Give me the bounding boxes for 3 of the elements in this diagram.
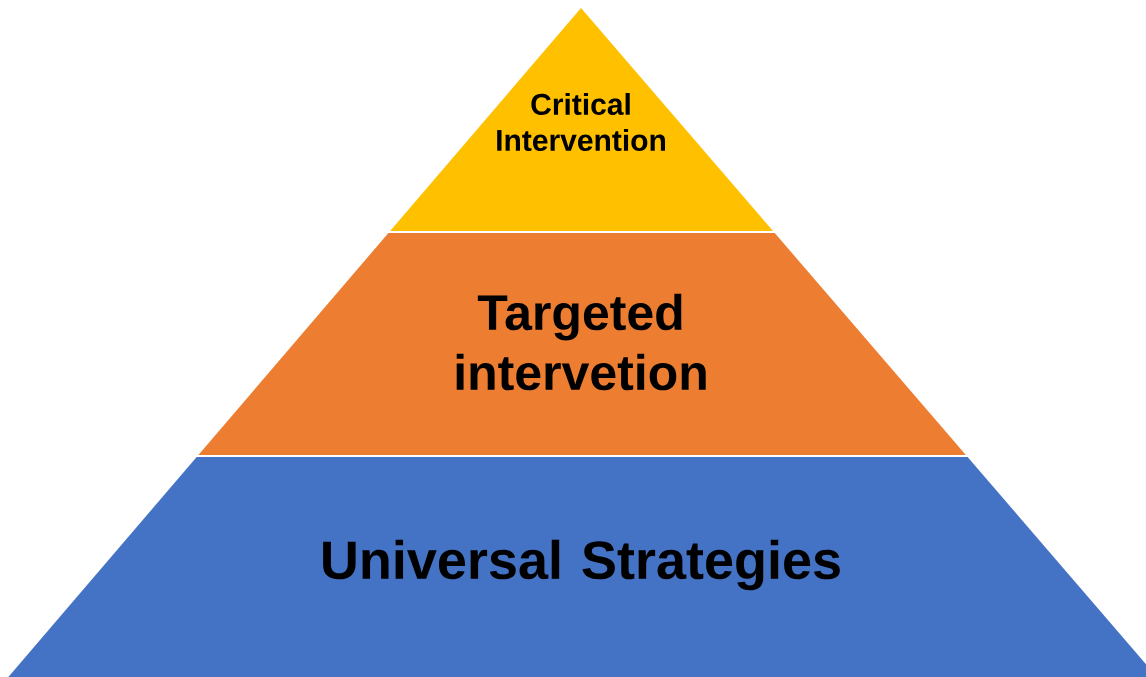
pyramid-layer: Universal Strategies: [8, 457, 1146, 677]
pyramid-layer: Targeted intervetion: [198, 233, 966, 455]
pyramid-layer: Critical Intervention: [390, 8, 773, 231]
